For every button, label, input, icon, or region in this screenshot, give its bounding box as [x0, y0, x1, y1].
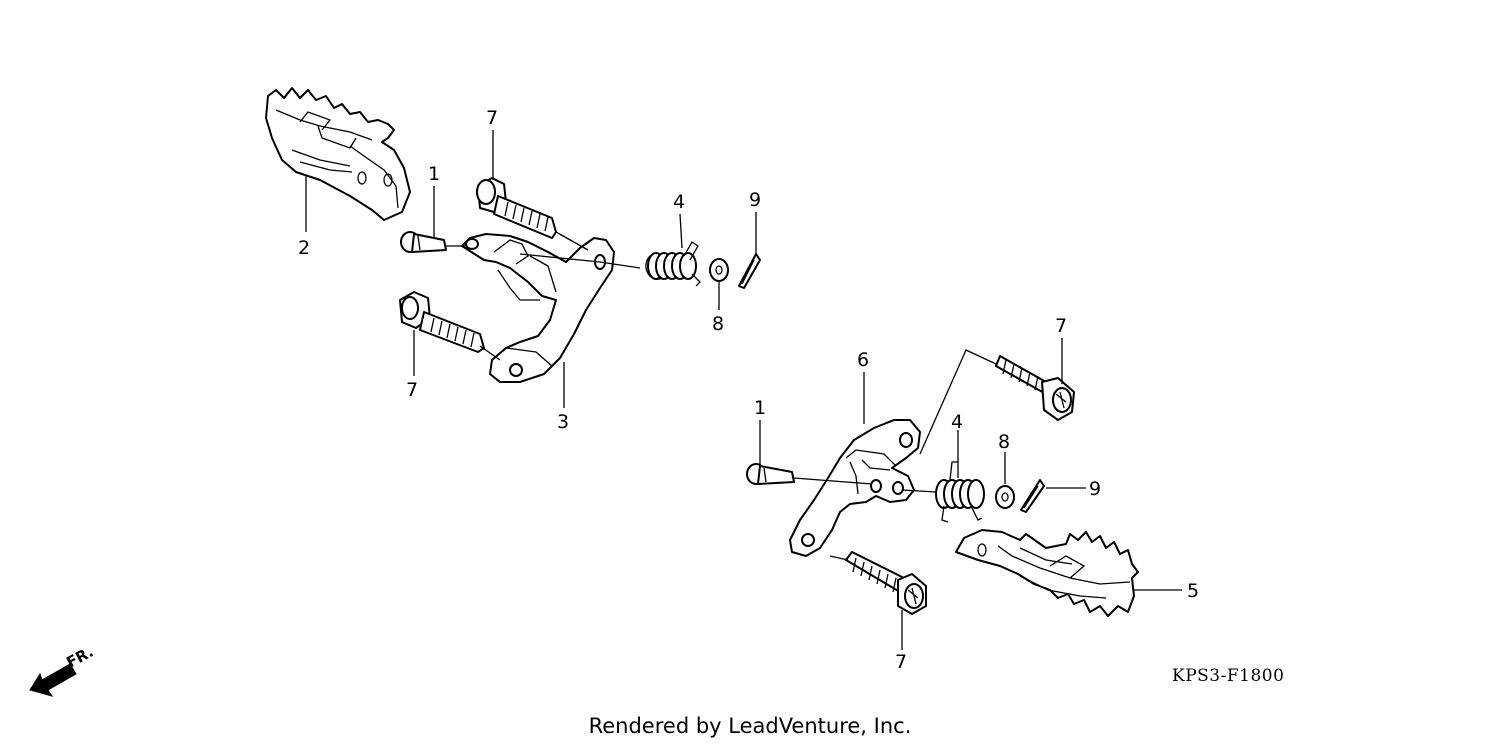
front-direction-indicator: FR. [29, 643, 96, 697]
callout-8-left: 8 [712, 313, 724, 335]
cotter-pin-right[interactable] [1020, 479, 1045, 513]
callout-3: 3 [557, 411, 569, 433]
callout-7-left-lower: 7 [406, 379, 418, 401]
leader-lines-left [305, 130, 757, 408]
bolt-left-lower[interactable] [399, 291, 485, 353]
spring-left[interactable] [645, 241, 701, 287]
callout-9-left: 9 [749, 189, 761, 211]
callout-6: 6 [857, 349, 869, 371]
callout-7-left-upper: 7 [486, 107, 498, 129]
cotter-pin-left[interactable] [738, 253, 761, 289]
spring-right[interactable] [935, 461, 985, 523]
callout-1-right: 1 [754, 397, 766, 419]
callout-5: 5 [1187, 580, 1199, 602]
footpeg-right[interactable] [955, 529, 1139, 617]
bolt-right-upper[interactable] [995, 355, 1075, 421]
credit-text: Rendered by LeadVenture, Inc. [588, 714, 912, 738]
bolt-left-upper[interactable] [476, 177, 557, 239]
callout-9-right: 9 [1089, 478, 1101, 500]
callout-labels: 1 2 3 4 7 7 8 9 1 4 5 6 7 7 8 9 [298, 107, 1199, 673]
callout-1-left: 1 [428, 163, 440, 185]
diagram-code: KPS3-F1800 [1172, 666, 1285, 686]
leader-lines-right [759, 338, 1182, 650]
callout-2: 2 [298, 237, 310, 259]
callout-7-right-upper: 7 [1055, 315, 1067, 337]
bolt-right-lower[interactable] [845, 551, 927, 615]
front-arrow-icon [29, 663, 77, 697]
callout-8-right: 8 [998, 431, 1010, 453]
pin-right[interactable] [746, 463, 795, 485]
washer-left[interactable] [709, 258, 729, 282]
pin-left[interactable] [400, 231, 447, 253]
callout-4-left: 4 [673, 191, 685, 213]
bracket-right[interactable] [789, 419, 921, 557]
callout-7-right-lower: 7 [895, 651, 907, 673]
washer-right[interactable] [995, 485, 1015, 509]
callout-4-right: 4 [951, 411, 963, 433]
footpeg-left[interactable] [265, 87, 411, 221]
